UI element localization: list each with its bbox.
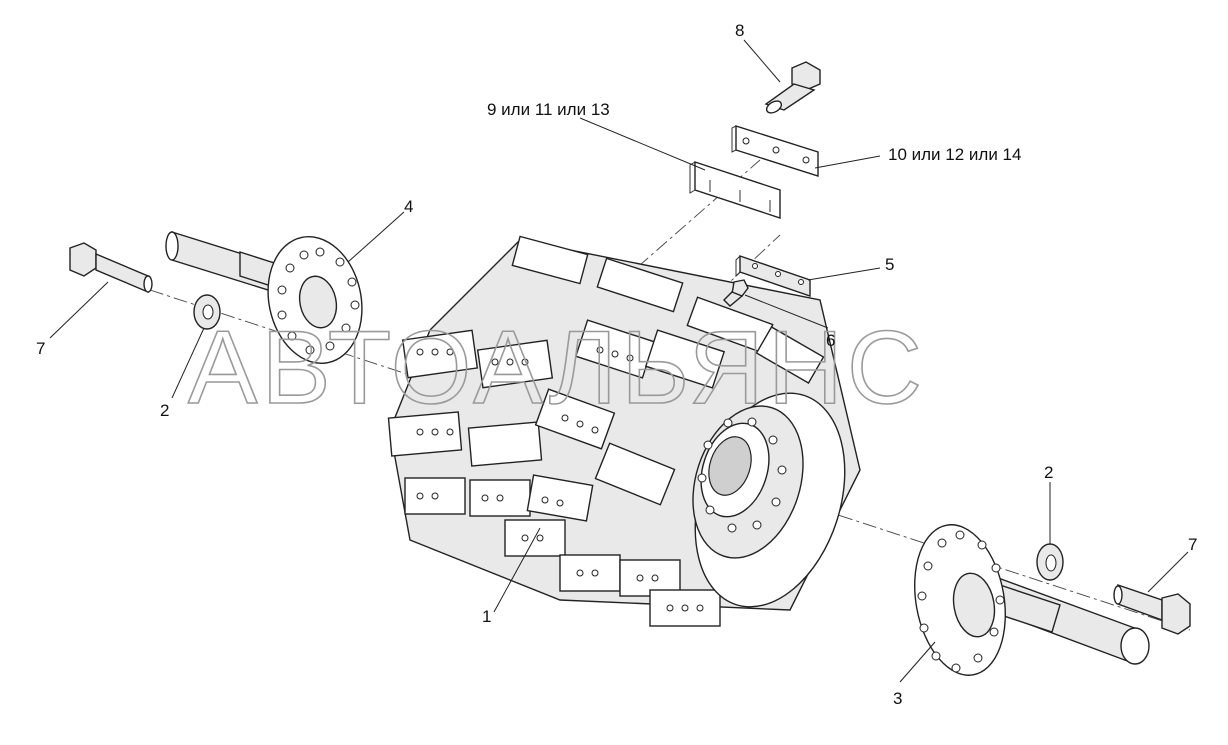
small-bolt bbox=[723, 279, 749, 307]
left-washer bbox=[193, 294, 221, 330]
slotted-plate bbox=[689, 161, 781, 219]
label-8: 8 bbox=[735, 21, 744, 40]
clamp-bar bbox=[735, 255, 811, 297]
paddle-holes bbox=[416, 346, 704, 612]
drum-paddles bbox=[387, 235, 825, 627]
label-1: 1 bbox=[482, 607, 491, 626]
label-6: 6 bbox=[826, 331, 835, 350]
label-9-11-13: 9 или 11 или 13 bbox=[487, 100, 610, 119]
label-4: 4 bbox=[404, 197, 413, 216]
right-bolt bbox=[1113, 584, 1191, 635]
label-7-left: 7 bbox=[36, 339, 45, 358]
label-7-right: 7 bbox=[1188, 535, 1197, 554]
right-flanged-shaft bbox=[914, 524, 1150, 676]
top-bolt bbox=[764, 61, 821, 114]
right-washer bbox=[1036, 543, 1064, 581]
label-2-right: 2 bbox=[1044, 463, 1053, 482]
drum-disc-bolt-holes bbox=[697, 417, 787, 533]
right-flange-holes bbox=[917, 530, 1005, 673]
upper-plate bbox=[731, 125, 819, 177]
drum-assembly bbox=[387, 235, 861, 627]
left-flange-holes bbox=[277, 247, 360, 355]
label-3: 3 bbox=[893, 689, 902, 708]
left-bolt bbox=[69, 242, 153, 294]
label-10-12-14: 10 или 12 или 14 bbox=[888, 145, 1021, 164]
watermark-text: АВТОАЛЬЯНС bbox=[188, 310, 926, 426]
label-2-left: 2 bbox=[160, 401, 169, 420]
callouts: 1 2 2 3 4 5 6 7 7 8 9 или 11 или 13 10 и… bbox=[36, 21, 1197, 708]
label-5: 5 bbox=[885, 255, 894, 274]
leader-lines bbox=[49, 39, 1189, 683]
left-flanged-shaft bbox=[165, 231, 363, 365]
